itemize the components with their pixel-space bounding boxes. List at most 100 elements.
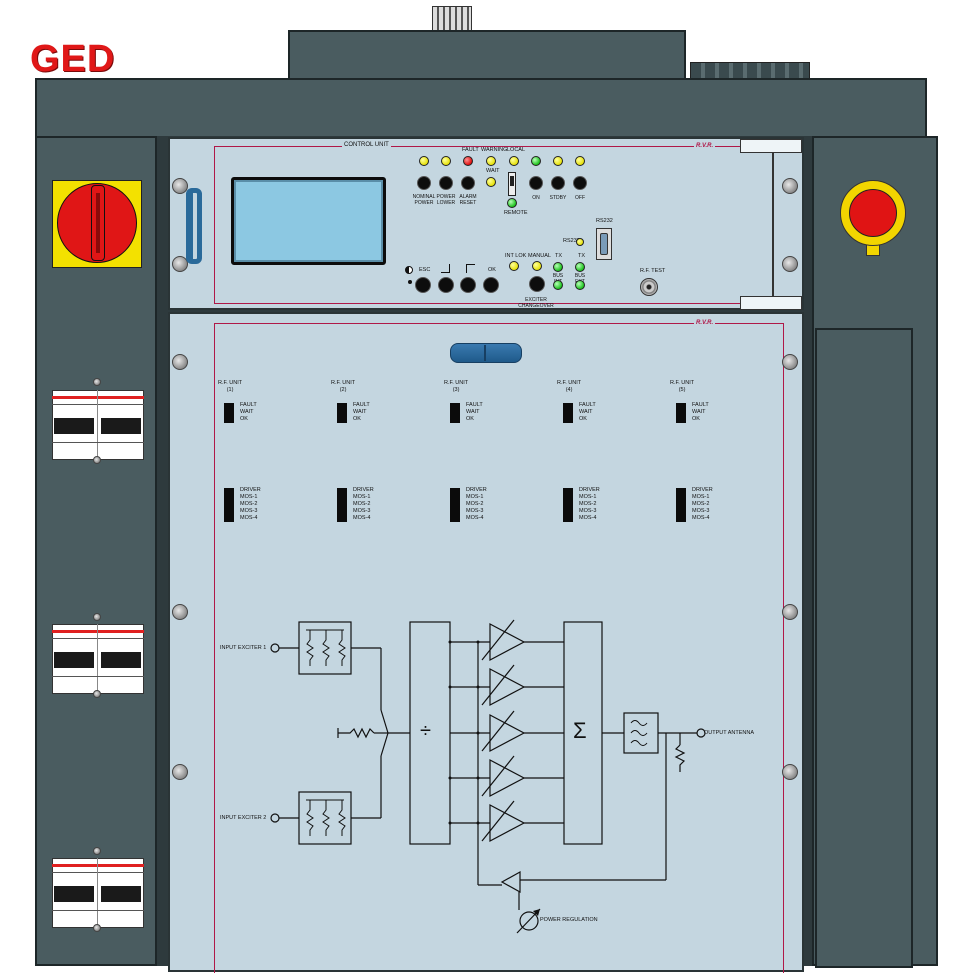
driver-labels: DRIVER MOS-1 MOS-2 MOS-3 MOS-4 [353,487,374,521]
driver-labels: DRIVER MOS-1 MOS-2 MOS-3 MOS-4 [466,487,487,521]
sum-symbol: Σ [573,718,587,743]
driver-indicator [676,488,686,522]
led-on [531,156,541,166]
handle-grip [484,345,486,361]
screw-icon [782,604,798,620]
left-side-panel [35,136,157,966]
driver-indicator [337,488,347,522]
breaker-1[interactable] [52,390,144,460]
led-power-lower [441,156,451,166]
down-arrow-icon [466,264,475,273]
esc-button[interactable] [415,277,431,293]
control-unit-title: CONTROL UNIT [342,142,391,149]
ok-button[interactable] [483,277,499,293]
led-label-local: LOCAL [507,147,526,153]
input-exciter-2-label: INPUT EXCITER 2 [220,815,267,821]
indicator-dot [408,280,412,284]
ok-label: OK [488,267,496,273]
screw-icon [172,604,188,620]
screw-icon [782,354,798,370]
changeover-button[interactable] [529,276,545,292]
led-local [509,156,519,166]
screw-icon [782,178,798,194]
switch-lever [510,176,514,186]
rf-status-labels: FAULT WAIT OK [692,402,709,422]
input-connector [270,813,280,823]
rf-status-labels: FAULT WAIT OK [353,402,370,422]
driver-indicator [450,488,460,522]
control-unit-brand: R.V.R. [694,143,716,150]
emergency-stop-icon[interactable] [840,180,908,256]
driver-indicator [224,488,234,522]
panel-handle-icon[interactable] [450,343,522,363]
off-button[interactable] [573,176,587,190]
rs232-led-label: RS232 [563,238,580,244]
stdby-button[interactable] [551,176,565,190]
latch-rail [772,152,774,296]
screw-icon [172,354,188,370]
esc-label: ESC [419,267,431,273]
led-manual [532,261,542,271]
lcd-display [231,177,386,265]
up-arrow-icon [441,264,450,273]
rf-status-indicator [676,403,686,423]
led-warning [486,156,496,166]
breaker-2[interactable] [52,624,144,694]
led-bus-ext [575,280,585,290]
screw-icon [172,178,188,194]
power-regulation-icon [519,911,539,931]
led-label-warning: WARNING [481,147,508,153]
control-unit-latch[interactable] [740,296,802,310]
screw-icon [93,456,101,464]
led-tx2 [575,262,585,272]
bnc-connector-icon[interactable] [640,278,658,296]
screw-icon [782,764,798,780]
output-connector [696,728,706,738]
led-stdby [553,156,563,166]
manual-label: MANUAL [528,253,551,259]
intlok-label: INT LOK [505,253,527,259]
wait-label: WAIT [486,168,500,174]
screw-icon [172,256,188,272]
screw-icon [93,378,101,386]
led-wait [486,177,496,187]
on-label: ON [532,195,540,201]
nominal-power-button[interactable] [417,176,431,190]
power-lower-button[interactable] [439,176,453,190]
rs232-connector-icon[interactable] [596,228,612,260]
screw-icon [172,764,188,780]
changeover-label: EXCITER CHANGEOVER [518,297,554,309]
driver-labels: DRIVER MOS-1 MOS-2 MOS-3 MOS-4 [240,487,261,521]
led-remote [507,198,517,208]
stdby-label: STDBY [549,195,567,201]
control-unit-frame [214,146,784,304]
led-tx1 [553,262,563,272]
rf-status-labels: FAULT WAIT OK [579,402,596,422]
rf-unit-title: R.F. UNIT (3) [444,380,469,393]
rf-status-indicator [337,403,347,423]
alarm-reset-button[interactable] [461,176,475,190]
brand-logo: GED [30,38,116,81]
top-connector [432,6,472,32]
on-button[interactable] [529,176,543,190]
right-inner-door [815,328,913,968]
control-unit-latch[interactable] [740,139,802,153]
down-button[interactable] [460,277,476,293]
rf-status-labels: FAULT WAIT OK [240,402,257,422]
rf-panel-brand: R.V.R. [694,320,716,327]
rf-unit-title: R.F. UNIT (4) [557,380,582,393]
handle-icon[interactable] [186,188,202,264]
driver-indicator [563,488,573,522]
amplifier-icon [489,668,526,706]
divider-symbol: ÷ [420,720,431,742]
rf-status-indicator [563,403,573,423]
block-diagram [270,619,706,934]
amplifier-icon [489,759,526,797]
main-switch-icon[interactable] [52,180,142,268]
screw-icon [93,847,101,855]
power-regulation-label: POWER REGULATION [540,917,598,923]
driver-labels: DRIVER MOS-1 MOS-2 MOS-3 MOS-4 [692,487,713,521]
up-button[interactable] [438,277,454,293]
breaker-3[interactable] [52,858,144,928]
input-connector [270,643,280,653]
